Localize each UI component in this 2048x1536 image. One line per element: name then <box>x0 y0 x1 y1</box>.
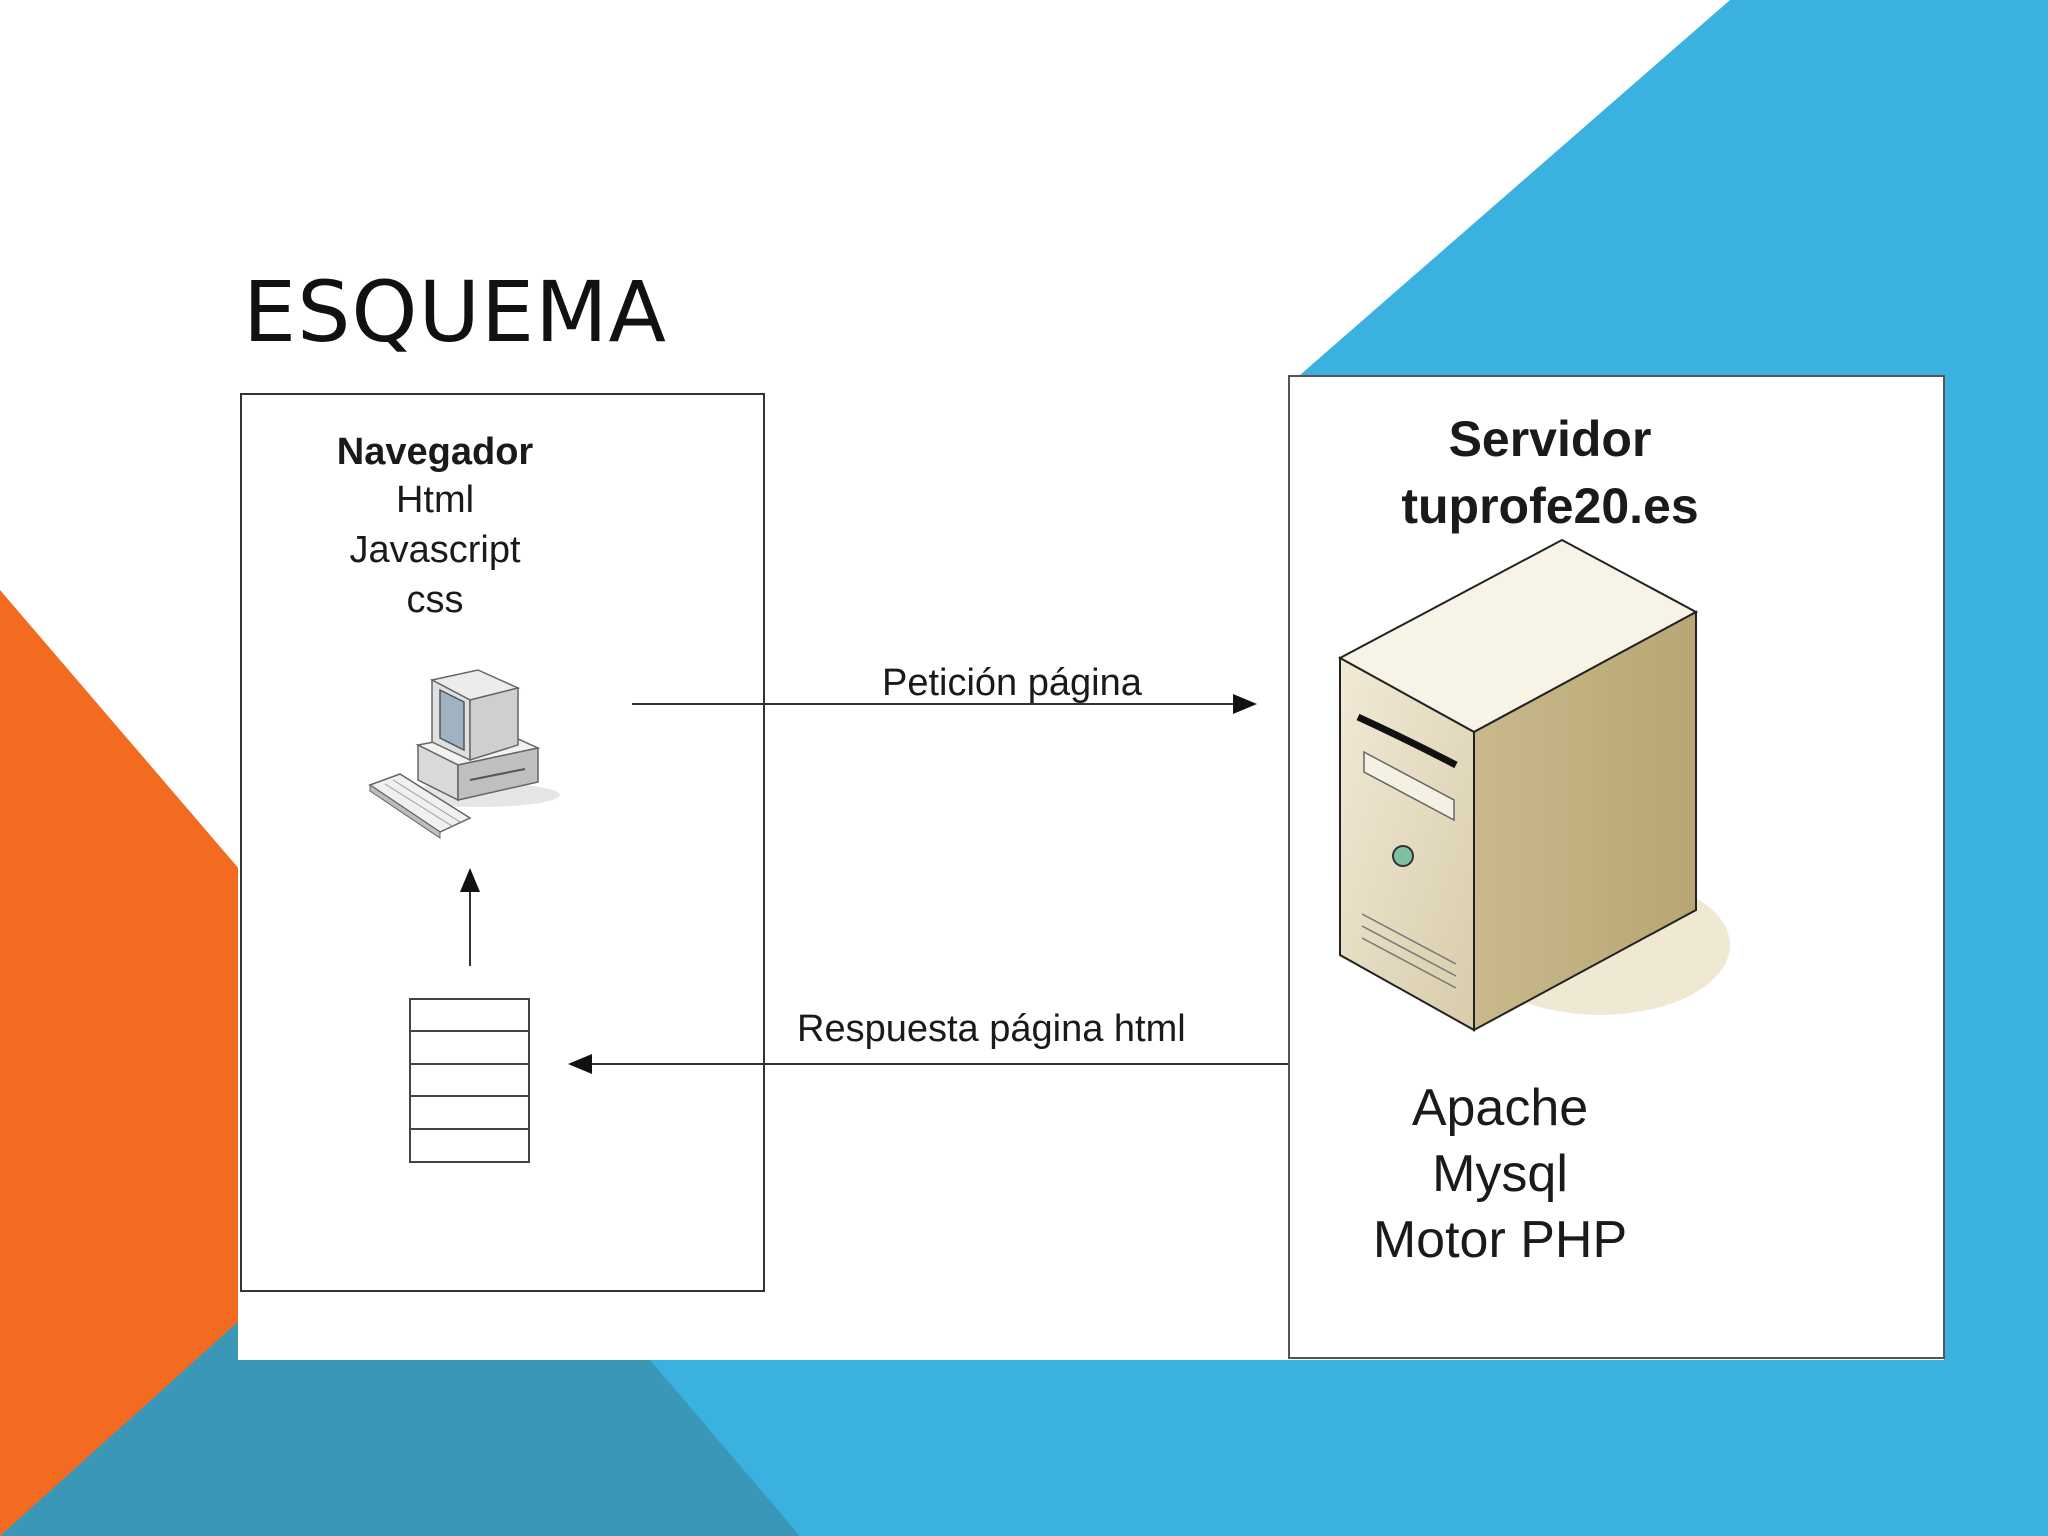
client-line-javascript: Javascript <box>349 529 521 571</box>
stack-item-apache: Apache <box>1411 1079 1589 1137</box>
server-heading: Servidor <box>1448 411 1652 467</box>
client-line-css: css <box>406 579 464 621</box>
stack-item-php: Motor PHP <box>1372 1211 1628 1269</box>
blue-shape-bottom <box>640 1360 2048 1536</box>
dark-blue-triangle-bottom-left <box>0 1320 800 1536</box>
client-line-html: Html <box>395 479 475 521</box>
slide-title: ESQUEMA <box>243 263 668 361</box>
client-heading: Navegador <box>336 431 534 473</box>
response-arrow-label: Respuesta página html <box>797 1008 1186 1050</box>
orange-triangle-left <box>0 590 240 1536</box>
request-arrow-label: Petición página <box>882 662 1142 704</box>
stack-item-mysql: Mysql <box>1432 1145 1568 1203</box>
server-hostname: tuprofe20.es <box>1401 478 1699 534</box>
